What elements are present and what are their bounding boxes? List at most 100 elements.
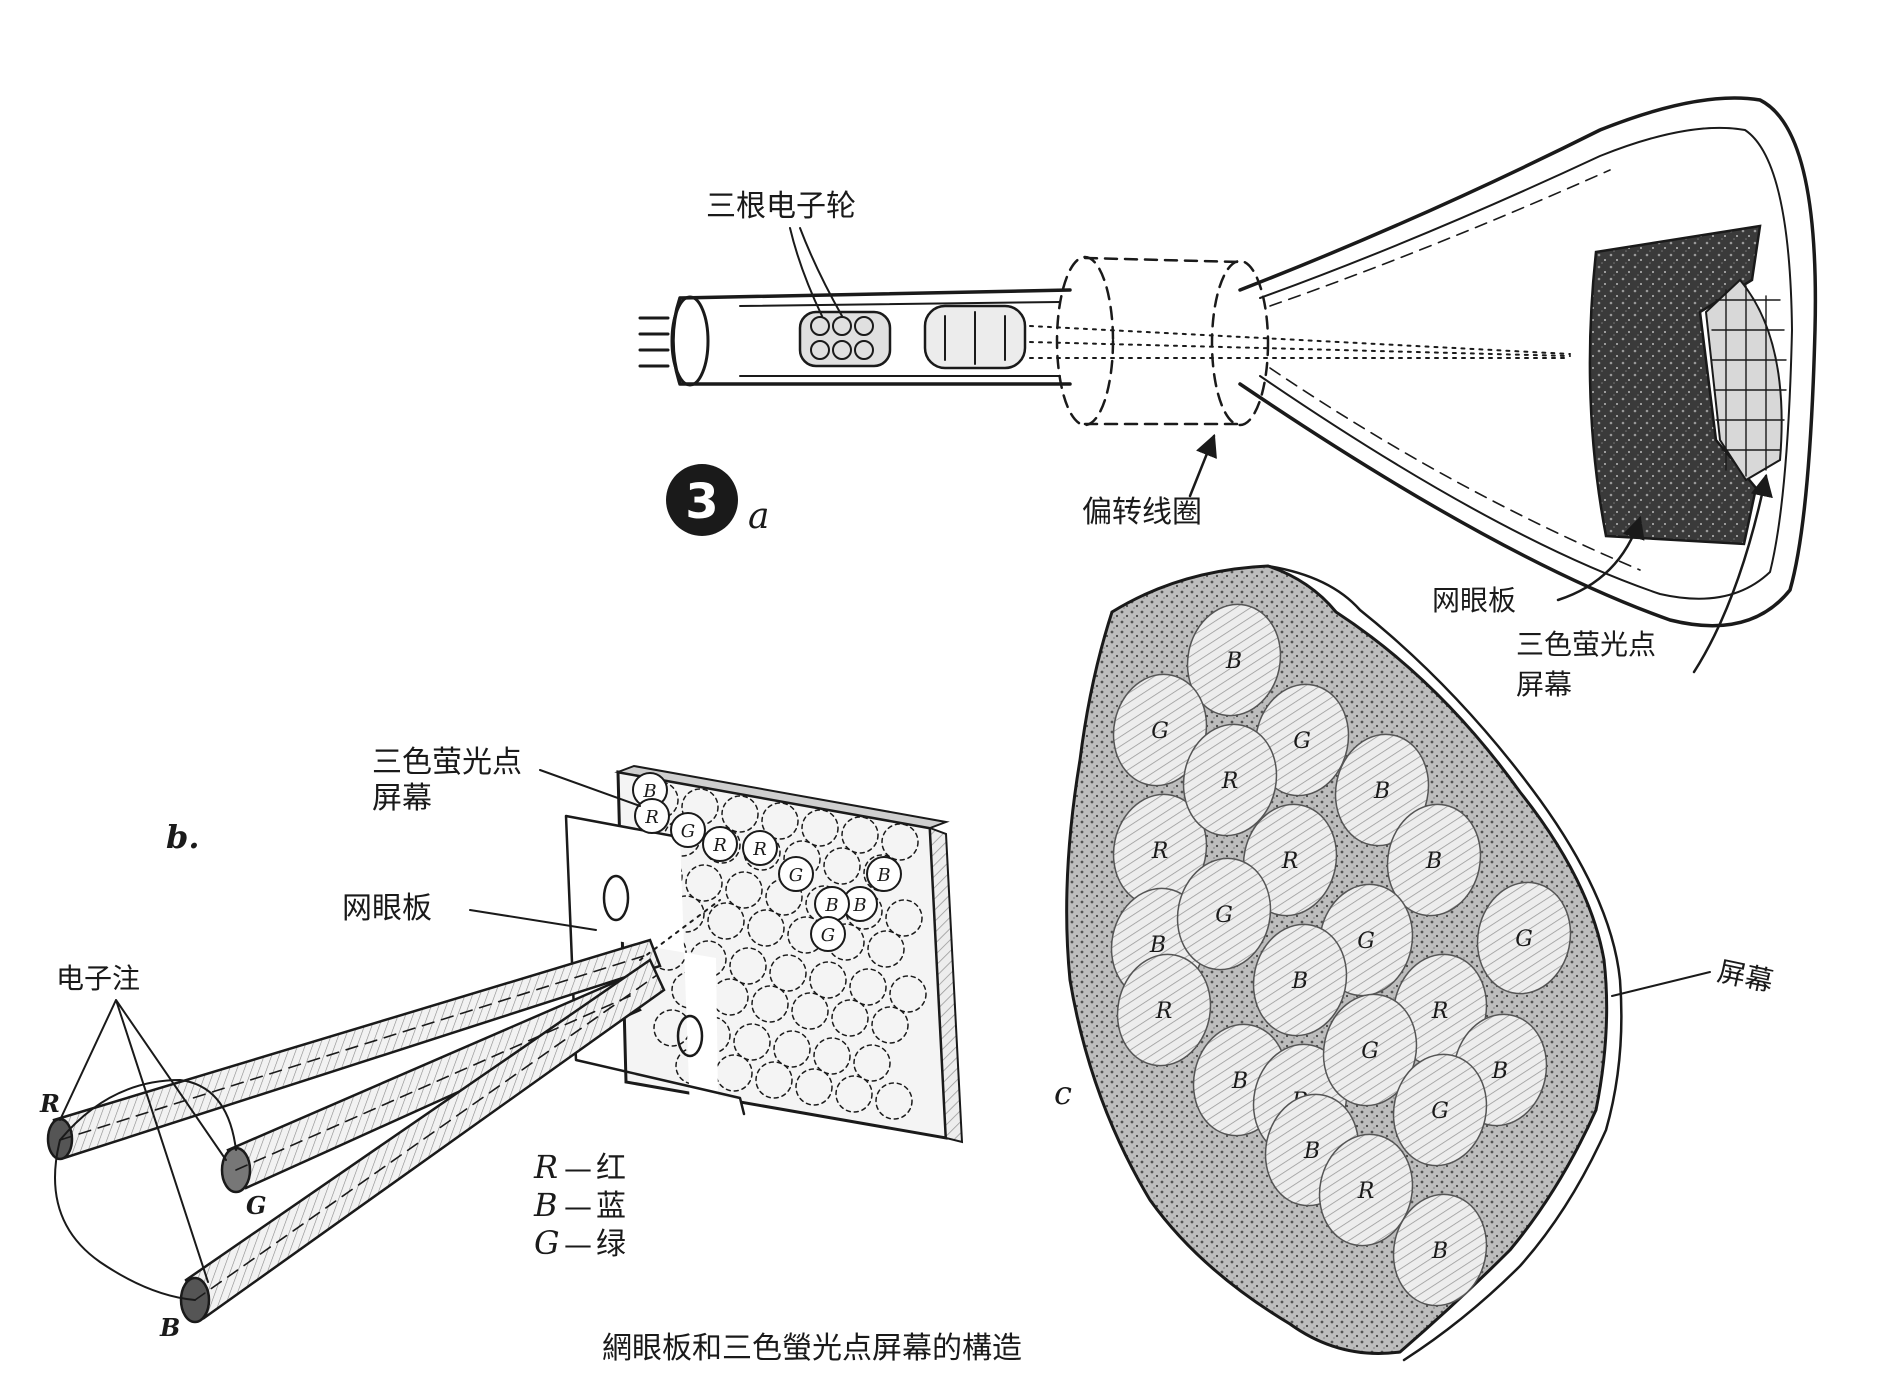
label-shadow-mask-a: 网眼板 (1432, 584, 1516, 617)
phosphor-dots-c: BGGRRBBRBGGGRRBBRGBGBRB (1110, 603, 1572, 1307)
svg-text:蓝: 蓝 (596, 1189, 626, 1224)
phosphor-dot-c (1392, 1053, 1488, 1167)
phosphor-dot-c (1186, 603, 1282, 717)
phosphor-dot-b-letter: R (752, 839, 767, 860)
phosphor-dot-b-letter: G (821, 925, 835, 946)
screen-fragment-rim (1266, 564, 1623, 1362)
phosphor-dot-b-letter: B (824, 895, 838, 916)
phosphor-plate-b (614, 764, 964, 1144)
plate-grid-circle (795, 1068, 833, 1106)
electron-gun-assembly (798, 304, 1027, 370)
arrow-shadow-mask-a (1556, 515, 1645, 602)
label-phosphor-screen-a-2: 屏幕 (1516, 668, 1572, 701)
phosphor-dot-c (1322, 993, 1418, 1107)
plate-grid-circle (889, 975, 927, 1013)
phosphor-dot-c-letter: G (1357, 929, 1375, 954)
plate-grid-circle (835, 1075, 873, 1113)
phosphor-dot-c-letter: G (1293, 729, 1311, 754)
plate-grid-circle (773, 1030, 811, 1068)
phosphor-dot-c (1254, 683, 1350, 797)
plate-grid-circle (729, 947, 767, 985)
svg-text:绿: 绿 (596, 1227, 626, 1262)
figure-number: 3 (685, 474, 718, 530)
pointer-shadow-mask-b (469, 909, 597, 931)
plate-grid-circle (761, 802, 799, 840)
plate-grid-circle (881, 823, 919, 861)
label-phosphor-screen-b-1: 三色萤光点 (372, 745, 522, 780)
phosphor-dot-c-letter: R (1357, 1179, 1375, 1204)
tube-bulb-inner2 (1269, 169, 1641, 571)
phosphor-dot-c (1182, 723, 1278, 837)
phosphor-dot-b-letter: R (644, 807, 659, 828)
phosphor-dot-c-letter: B (1149, 933, 1166, 958)
phosphor-dot-b-letter: R (712, 835, 727, 856)
color-legend: R — 红 B — 蓝 G — 绿 (533, 1148, 626, 1262)
phosphor-dot-c-letter: B (1425, 849, 1442, 874)
phosphor-dot-c (1176, 857, 1272, 971)
phosphor-dot-b-letter: G (789, 865, 803, 886)
plate-grid-circle (725, 871, 763, 909)
phosphor-dot-c-letter: R (1151, 839, 1169, 864)
panel-c-screen-detail: BGGRRBBRBGGGRRBBRGBGBRB c 屏幕 (1054, 564, 1776, 1362)
svg-text:—: — (564, 1152, 592, 1185)
plate-grid-circle (707, 902, 745, 940)
beam-arc-top (59, 1079, 237, 1151)
plate-grid-circle (875, 1082, 913, 1120)
pointer-screen-c (1611, 971, 1711, 997)
svg-text:—: — (564, 1228, 592, 1261)
phosphor-dot-b (778, 856, 814, 892)
plate-grid-circle (871, 1006, 909, 1044)
phosphor-dot-b-letter: B (876, 865, 890, 886)
beam-label-G: G (246, 1191, 267, 1220)
phosphor-dot-c-letter: B (1231, 1069, 1248, 1094)
phosphor-dot-b-letter: B (852, 895, 866, 916)
phosphor-dot-c-letter: B (1431, 1239, 1448, 1264)
phosphor-dot-b (634, 798, 670, 834)
plate-grid-circle (791, 992, 829, 1030)
panel-a-crt-tube: 3 a 三根电子轮 偏转线圈 网眼板 三色萤光点 屏幕 (638, 96, 1818, 701)
panel-b-letter: b. (166, 818, 200, 856)
phosphor-dot-b (702, 826, 738, 862)
plate-grid-circle (769, 954, 807, 992)
label-shadow-mask-b: 网眼板 (342, 891, 432, 926)
plate-grid-circle (801, 809, 839, 847)
electron-beams-a (1029, 325, 1571, 359)
legend-row: R — 红 (533, 1148, 626, 1186)
phosphor-dot-c-letter: B (1491, 1059, 1508, 1084)
shadow-mask-b (564, 814, 750, 1124)
plate-grid-circle (831, 999, 869, 1037)
svg-text:B: B (533, 1186, 558, 1224)
phosphor-dot-c-letter: B (1291, 969, 1308, 994)
plate-grid-circle (813, 1037, 851, 1075)
beam-convergence (639, 899, 721, 961)
phosphor-dot-c (1392, 1193, 1488, 1307)
phosphor-dot-c-letter: R (1281, 849, 1299, 874)
phosphor-screen-a (1704, 278, 1787, 482)
phosphor-dot-c-letter: R (1221, 769, 1239, 794)
plate-grid-circle (867, 930, 905, 968)
plate-grid-circle (733, 1023, 771, 1061)
tube-base (670, 295, 710, 387)
plate-grid-circle (721, 795, 759, 833)
mask-hole (602, 874, 630, 922)
plate-grid-circle (809, 961, 847, 999)
phosphor-dot-c (1252, 923, 1348, 1037)
phosphor-dot-c-letter: G (1215, 903, 1233, 928)
plate-grid-circle (755, 1061, 793, 1099)
phosphor-dot-b (670, 812, 706, 848)
tube-bulb-outer (1238, 96, 1818, 628)
legend-row: B — 蓝 (533, 1186, 626, 1224)
panel-a-letter: a (748, 496, 769, 537)
plate-grid-circle (885, 899, 923, 937)
phosphor-dot-b-letter: G (681, 821, 695, 842)
label-electron-beams: 电子注 (56, 962, 140, 995)
panel-c-letter: c (1054, 1074, 1072, 1112)
beam-label-B: B (159, 1313, 180, 1342)
plate-grid-circle (823, 847, 861, 885)
phosphor-dot-c (1476, 881, 1572, 995)
svg-text:—: — (564, 1190, 592, 1223)
phosphor-dot-c (1318, 1133, 1414, 1247)
phosphor-dot-c-letter: G (1151, 719, 1169, 744)
